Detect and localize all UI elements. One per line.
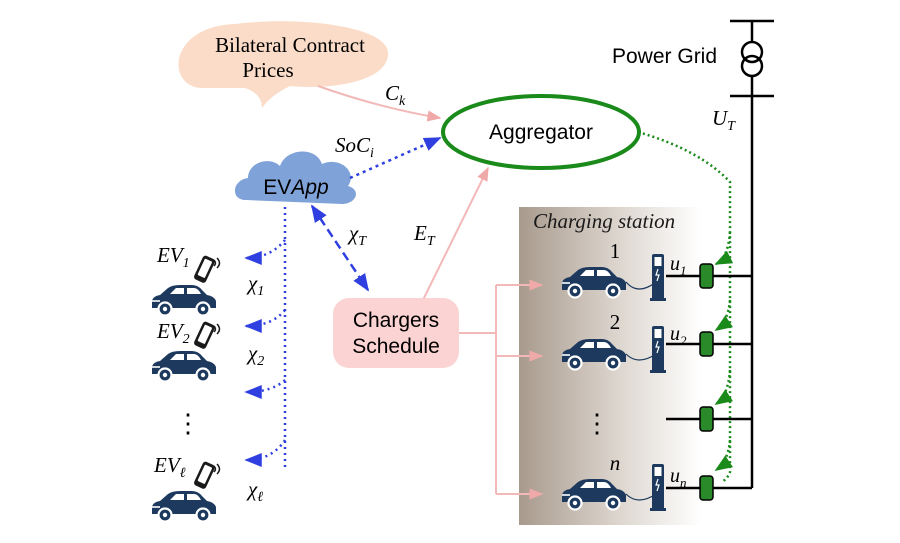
ev-l: EVℓ χℓ xyxy=(150,453,263,523)
station-2-number: 2 xyxy=(610,310,621,334)
ev-2: EV2 χ2 xyxy=(150,319,264,383)
station-ellipsis: ⋮ xyxy=(584,409,610,438)
charger-post-icon xyxy=(649,463,667,512)
chargers-line1: Chargers xyxy=(353,309,439,332)
u-t-label: UT xyxy=(712,106,736,134)
charger-post-icon xyxy=(649,325,667,374)
bilateral-contract-bubble xyxy=(178,21,389,109)
evapp-cloud xyxy=(234,151,356,204)
station-2: 2 u2 xyxy=(560,310,752,374)
phone-icon xyxy=(192,459,221,491)
ev-1-chi: χ1 xyxy=(246,271,264,299)
ev-1: EV1 χ1 xyxy=(150,243,264,317)
e-t-link xyxy=(421,166,489,303)
ev-dots-link xyxy=(244,379,286,399)
station-n-u: un xyxy=(670,465,687,490)
schedule-to-station-lines xyxy=(459,285,497,494)
ev-2-chi: χ2 xyxy=(246,341,264,369)
control-to-u2 xyxy=(714,299,733,332)
chi-t-link xyxy=(310,204,370,292)
soc-label: SoCi xyxy=(335,133,374,161)
station-n: n un xyxy=(560,451,752,512)
station-n-switch xyxy=(699,475,714,501)
station-3-switch xyxy=(699,406,714,432)
ev1-link xyxy=(244,239,286,265)
chargers-schedule-box xyxy=(333,298,459,368)
station-1-switch xyxy=(699,263,714,289)
station-1: 1 u1 xyxy=(560,239,752,302)
bilateral-line1: Bilateral Contract xyxy=(215,33,365,57)
control-to-u1 xyxy=(714,231,734,266)
ck-label: Ck xyxy=(385,81,406,109)
station-3 xyxy=(666,406,752,432)
ev-l-label: EVℓ xyxy=(153,453,186,481)
chargers-line2: Schedule xyxy=(352,335,440,358)
station-2-u: u2 xyxy=(670,323,687,348)
car-icon xyxy=(150,283,218,317)
charging-station-title: Charging station xyxy=(533,209,675,233)
station-1-number: 1 xyxy=(610,239,621,263)
bilateral-line2: Prices xyxy=(242,58,293,82)
station-n-number: n xyxy=(610,451,621,475)
evl-link xyxy=(244,439,287,467)
aggregator-label: Aggregator xyxy=(489,121,593,144)
station-1-u: u1 xyxy=(670,253,687,278)
ck-link xyxy=(317,85,442,122)
control-to-u3 xyxy=(714,369,733,406)
ev2-link xyxy=(244,309,286,333)
transformer-coil-bottom xyxy=(740,54,764,78)
car-icon xyxy=(150,489,218,523)
phone-icon xyxy=(192,319,221,351)
e-t-label: ET xyxy=(413,221,436,249)
soc-link xyxy=(349,136,442,180)
transformer-coil-top xyxy=(740,40,764,64)
station-2-switch xyxy=(699,331,714,357)
aggregator-control-link xyxy=(637,130,732,484)
ev-1-label: EV1 xyxy=(156,243,190,271)
chi-t-label: χT xyxy=(347,221,367,249)
ev-ellipsis: ⋮ xyxy=(175,409,201,438)
ev-2-label: EV2 xyxy=(156,319,190,347)
ev-l-chi: χℓ xyxy=(246,477,263,505)
power-grid-label: Power Grid xyxy=(612,45,717,68)
charger-post-icon xyxy=(649,253,667,302)
phone-icon xyxy=(192,253,221,285)
control-to-un xyxy=(714,439,733,472)
evapp-label: EVApp xyxy=(263,176,328,199)
car-icon xyxy=(150,349,218,383)
